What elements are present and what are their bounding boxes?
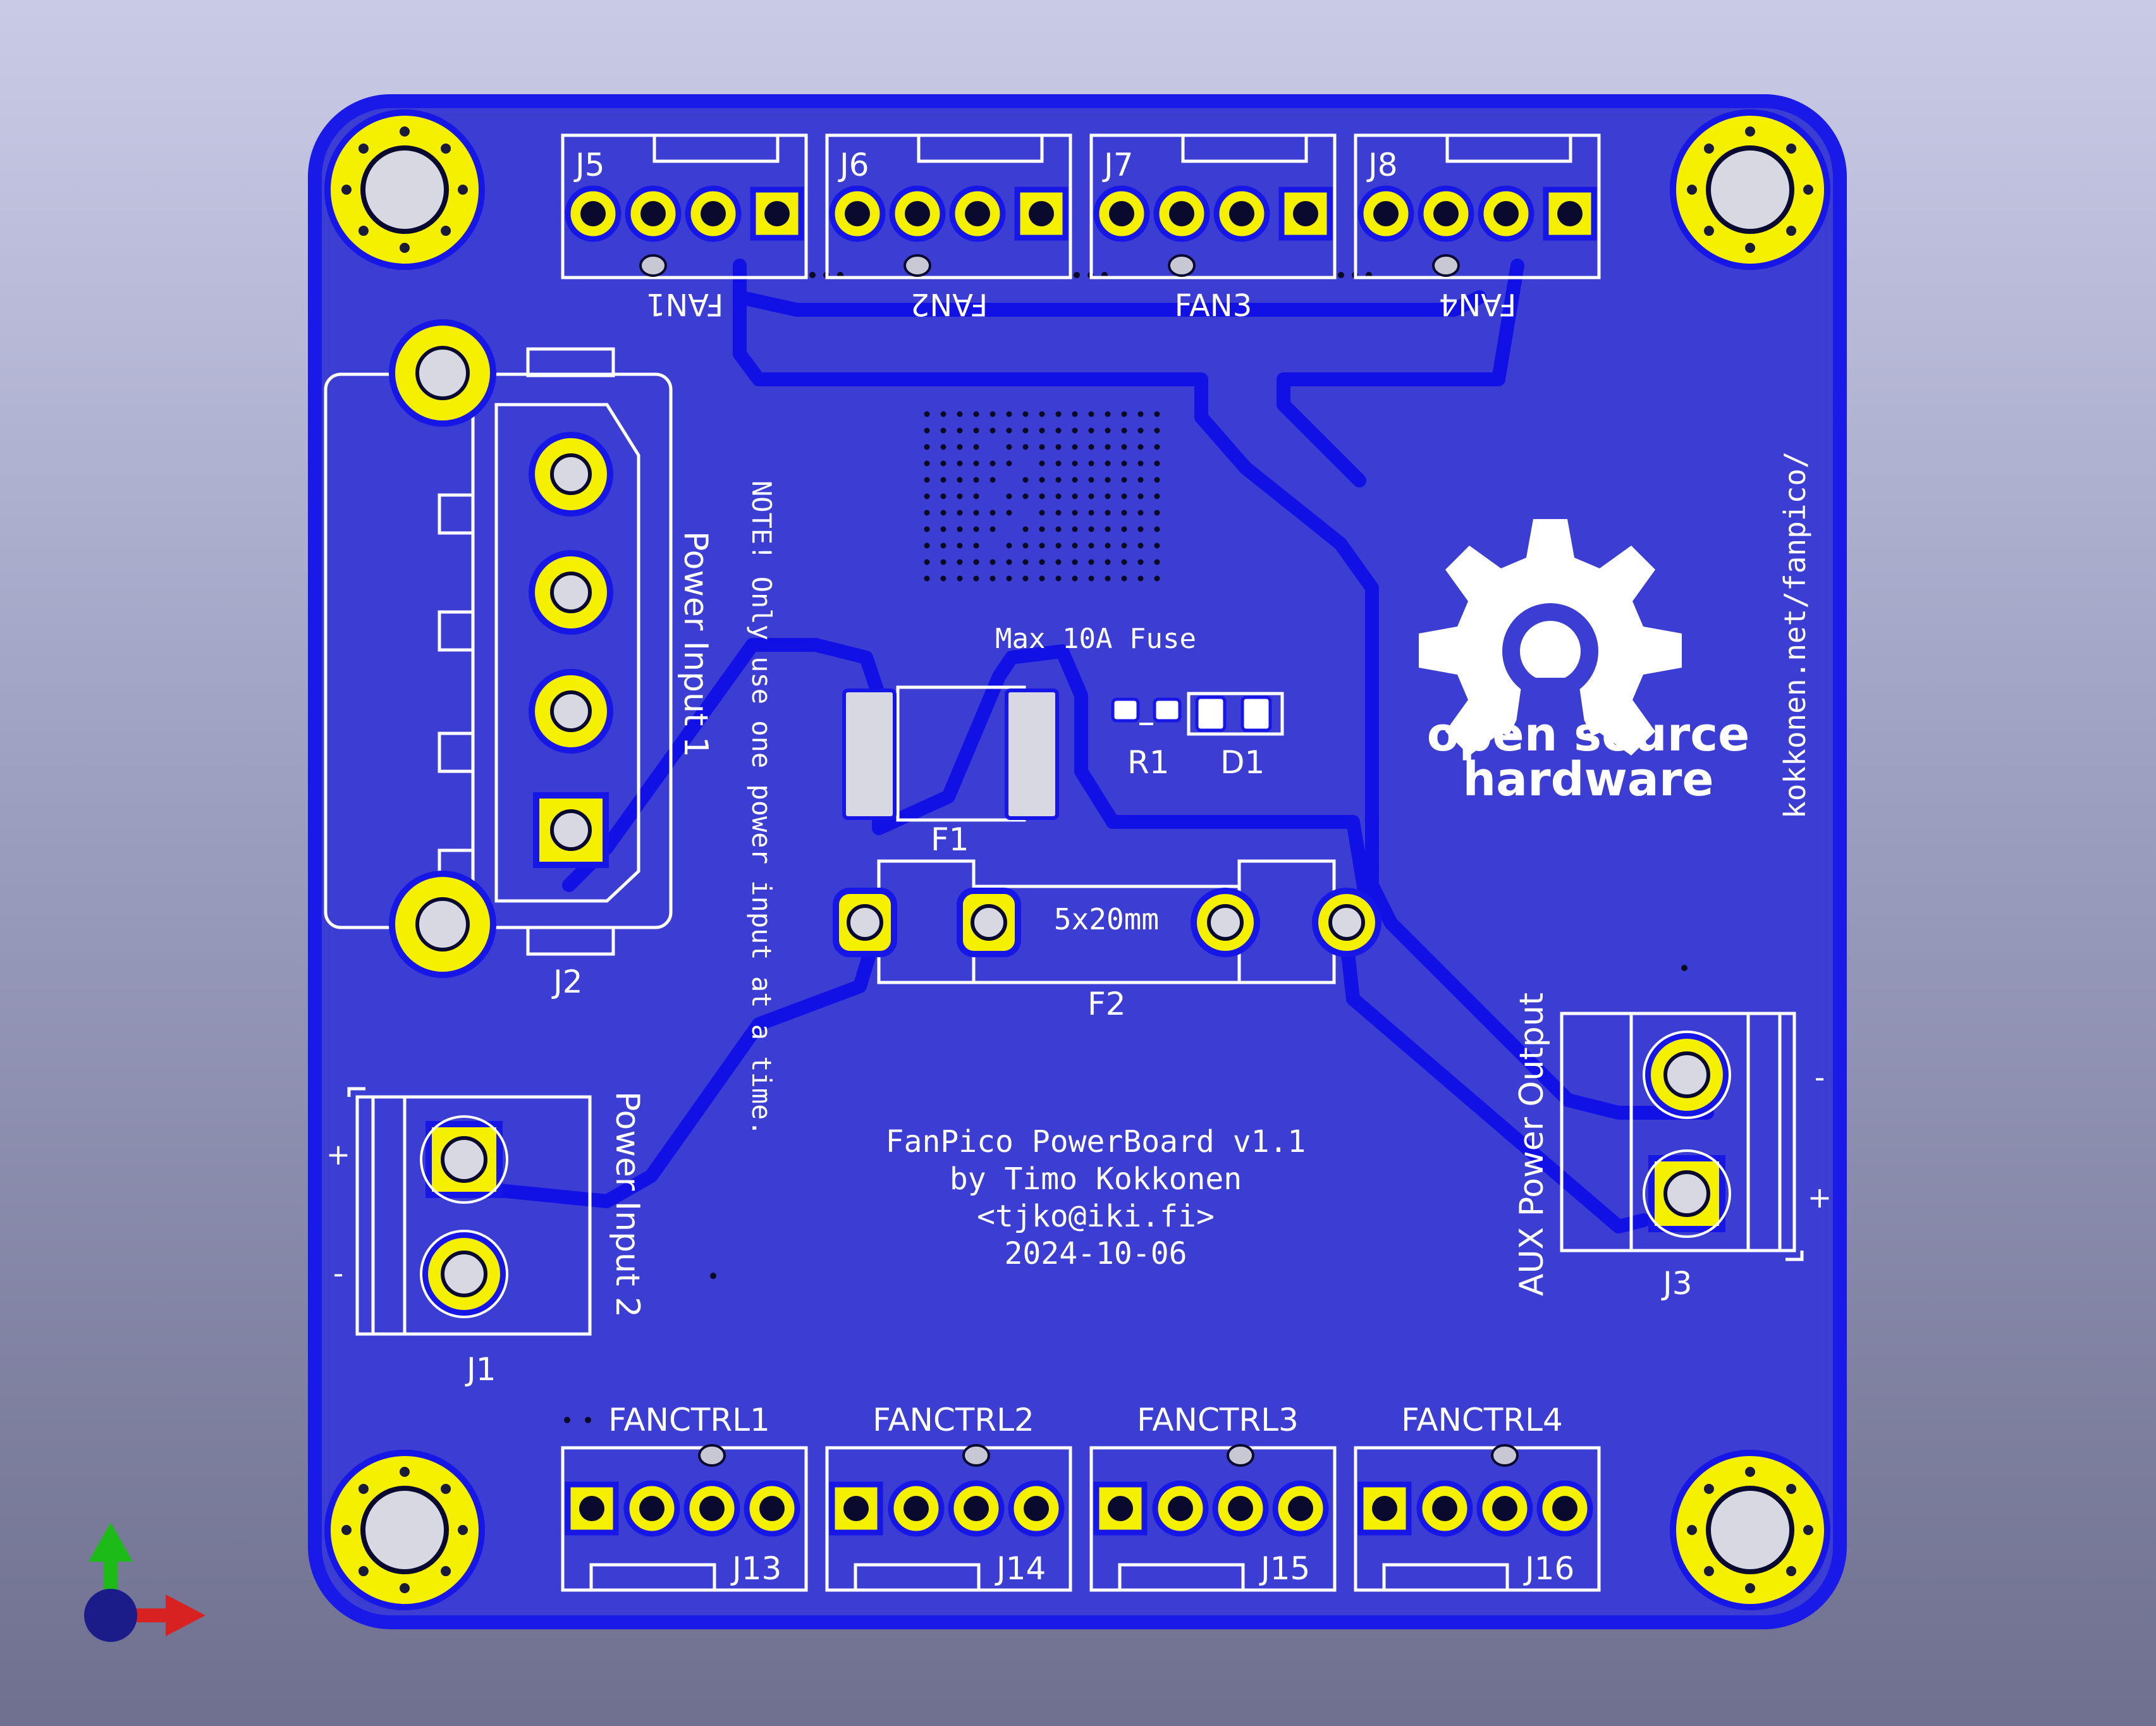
stray-via xyxy=(710,1273,716,1279)
r1-label: R1 xyxy=(1127,744,1170,781)
max-fuse-text: Max 10A Fuse xyxy=(995,623,1196,655)
j3-terminal-block xyxy=(1560,1012,1804,1261)
fan-name-label: FAN2 xyxy=(910,286,988,322)
power-input-2-label: Power Input 2 xyxy=(608,1091,646,1318)
stray-via xyxy=(1681,965,1687,971)
mounting-hole-dots xyxy=(341,126,1813,1593)
fanctrl-header-ref: J15 xyxy=(1259,1550,1310,1587)
z-axis-dot xyxy=(84,1589,137,1642)
credit-line-4: 2024-10-06 xyxy=(1005,1236,1187,1271)
osh-text-line1: open source xyxy=(1427,707,1750,762)
fanctrl-header-2: J14 FANCTRL2 xyxy=(825,1402,1072,1592)
fanctrl-name-label: FANCTRL1 xyxy=(608,1402,770,1438)
f2-fuse-holder xyxy=(833,859,1381,984)
d1-label: D1 xyxy=(1220,744,1265,781)
r1-resistor xyxy=(1111,697,1182,725)
aux-power-output-label: AUX Power Output xyxy=(1513,993,1551,1296)
fan-header-ref: J8 xyxy=(1366,147,1398,183)
fanctrl-header-4: J16 FANCTRL4 xyxy=(1354,1402,1601,1592)
power-input-1-label: Power Input 1 xyxy=(677,531,714,757)
fan-name-label: FAN4 xyxy=(1439,286,1516,322)
fan-name-label: FAN1 xyxy=(646,286,723,322)
axis-gizmo xyxy=(84,1522,205,1642)
credit-line-1: FanPico PowerBoard v1.1 xyxy=(886,1124,1306,1160)
fanctrl-header-ref: J16 xyxy=(1523,1550,1574,1587)
j1-minus-mark: - xyxy=(333,1256,344,1290)
credit-line-3: <tjko@iki.fi> xyxy=(977,1199,1215,1234)
f1-label: F1 xyxy=(931,821,969,858)
fan-header-ref: J5 xyxy=(573,147,605,183)
fanctrl-name-label: FANCTRL2 xyxy=(873,1402,1034,1438)
fanctrl-name-label: FANCTRL3 xyxy=(1137,1402,1299,1438)
j1-terminal-block xyxy=(347,1087,592,1336)
credit-line-2: by Timo Kokkonen xyxy=(950,1161,1242,1197)
stray-via xyxy=(585,1417,591,1423)
fanctrl-name-label: FANCTRL4 xyxy=(1401,1402,1563,1438)
stray-via xyxy=(564,1417,570,1423)
j2-label: J2 xyxy=(551,964,583,1000)
f2-label: F2 xyxy=(1087,986,1126,1022)
pcb-board xyxy=(308,94,1847,1629)
fuse-size-text: 5x20mm xyxy=(1054,902,1159,936)
j1-plus-mark: + xyxy=(326,1137,351,1172)
fanctrl-header-3: J15 FANCTRL3 xyxy=(1089,1402,1337,1592)
j3-label: J3 xyxy=(1661,1265,1693,1302)
via-array xyxy=(924,411,1160,582)
fan-name-label: FAN3 xyxy=(1175,288,1252,324)
fan-header-ref: J6 xyxy=(838,147,869,183)
j3-minus-mark: - xyxy=(1815,1060,1825,1094)
fan-header-ref: J7 xyxy=(1102,147,1134,183)
fanctrl-header-ref: J13 xyxy=(730,1550,781,1587)
url-text: kokkonen.net/fanpico/ xyxy=(1778,451,1812,819)
credit-block: FanPico PowerBoard v1.1 by Timo Kokkonen… xyxy=(886,1124,1306,1271)
note-text: NOTE! Only use one power input at a time… xyxy=(746,480,777,1136)
fanctrl-header-ref: J14 xyxy=(995,1550,1046,1587)
j3-plus-mark: + xyxy=(1808,1180,1832,1215)
f1-smd-fuse xyxy=(842,685,1059,822)
d1-diode xyxy=(1187,692,1284,736)
open-source-hardware-logo: open source hardware xyxy=(1419,519,1749,807)
osh-text-line2: hardware xyxy=(1462,752,1713,807)
fanctrl-header-1: J13 FANCTRL1 xyxy=(561,1402,808,1592)
j1-label: J1 xyxy=(465,1351,496,1388)
j2-molex-connector xyxy=(324,319,673,978)
pcb-board-edge xyxy=(328,114,1827,1610)
